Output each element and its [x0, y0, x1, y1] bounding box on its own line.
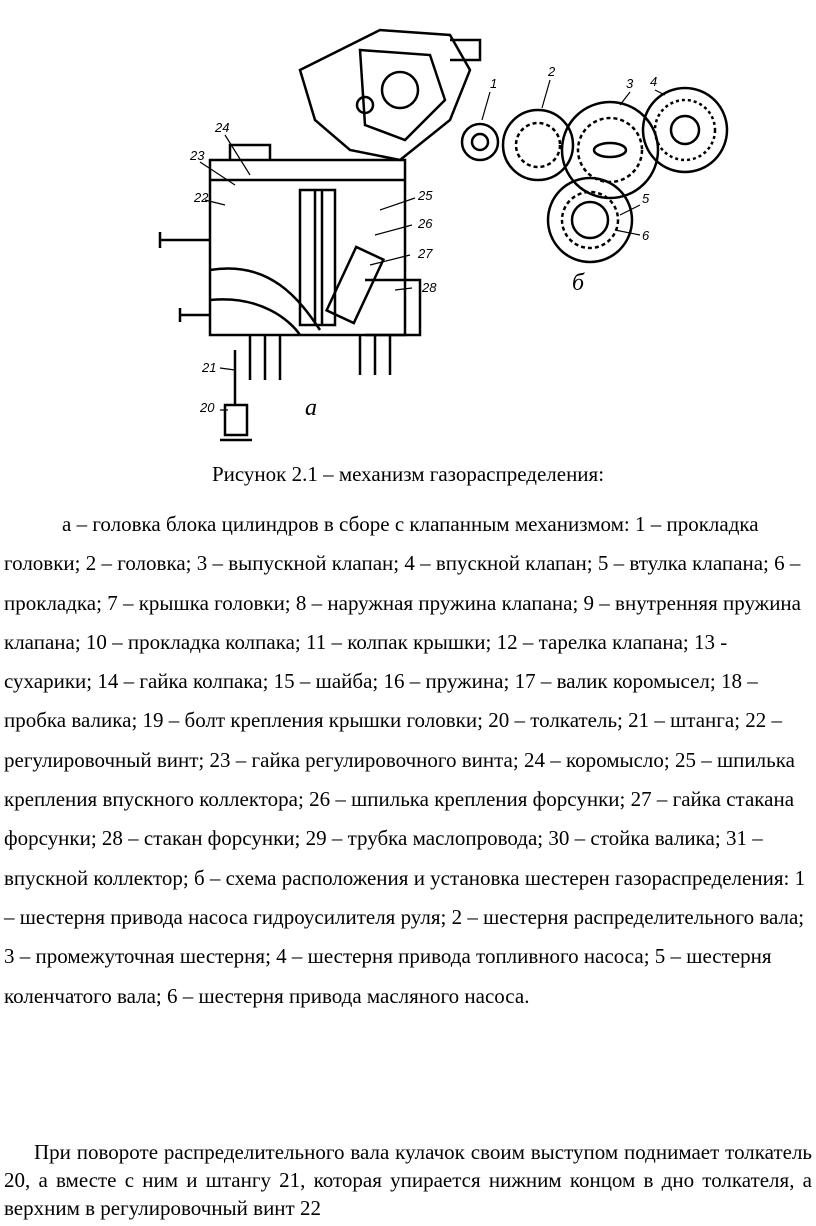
label-21: 21 [201, 360, 216, 375]
label-24: 24 [214, 120, 229, 135]
panel-b-label: б [572, 270, 585, 296]
legend-text: а – головка блока цилиндров в сборе с кл… [4, 512, 806, 1008]
body-paragraph: При повороте распределительного вала кул… [4, 1138, 812, 1222]
label-26: 26 [417, 216, 433, 231]
gear-label-3: 3 [626, 76, 634, 91]
gear-label-4: 4 [650, 74, 657, 89]
label-20: 20 [199, 400, 215, 415]
gear-label-6: 6 [642, 228, 650, 243]
label-25: 25 [417, 188, 433, 203]
label-22: 22 [193, 190, 209, 205]
gear-label-5: 5 [642, 191, 650, 206]
panel-a-label: а [305, 395, 317, 421]
label-27: 27 [417, 246, 433, 261]
label-23: 23 [189, 148, 205, 163]
gear-label-2: 2 [547, 64, 556, 79]
gear-label-1: 1 [490, 76, 497, 91]
figure-legend: а – головка блока цилиндров в сборе с кл… [4, 505, 812, 1016]
figure-caption: Рисунок 2.1 – механизм газораспределения… [211, 462, 605, 486]
mechanism-figure: 24 23 22 25 26 27 28 21 20 а 1 2 3 4 5 6… [150, 10, 730, 450]
mechanism-drawing: 24 23 22 25 26 27 28 21 20 а 1 2 3 4 5 6… [158, 28, 729, 442]
label-28: 28 [421, 280, 437, 295]
body-text: При повороте распределительного вала кул… [4, 1140, 812, 1220]
